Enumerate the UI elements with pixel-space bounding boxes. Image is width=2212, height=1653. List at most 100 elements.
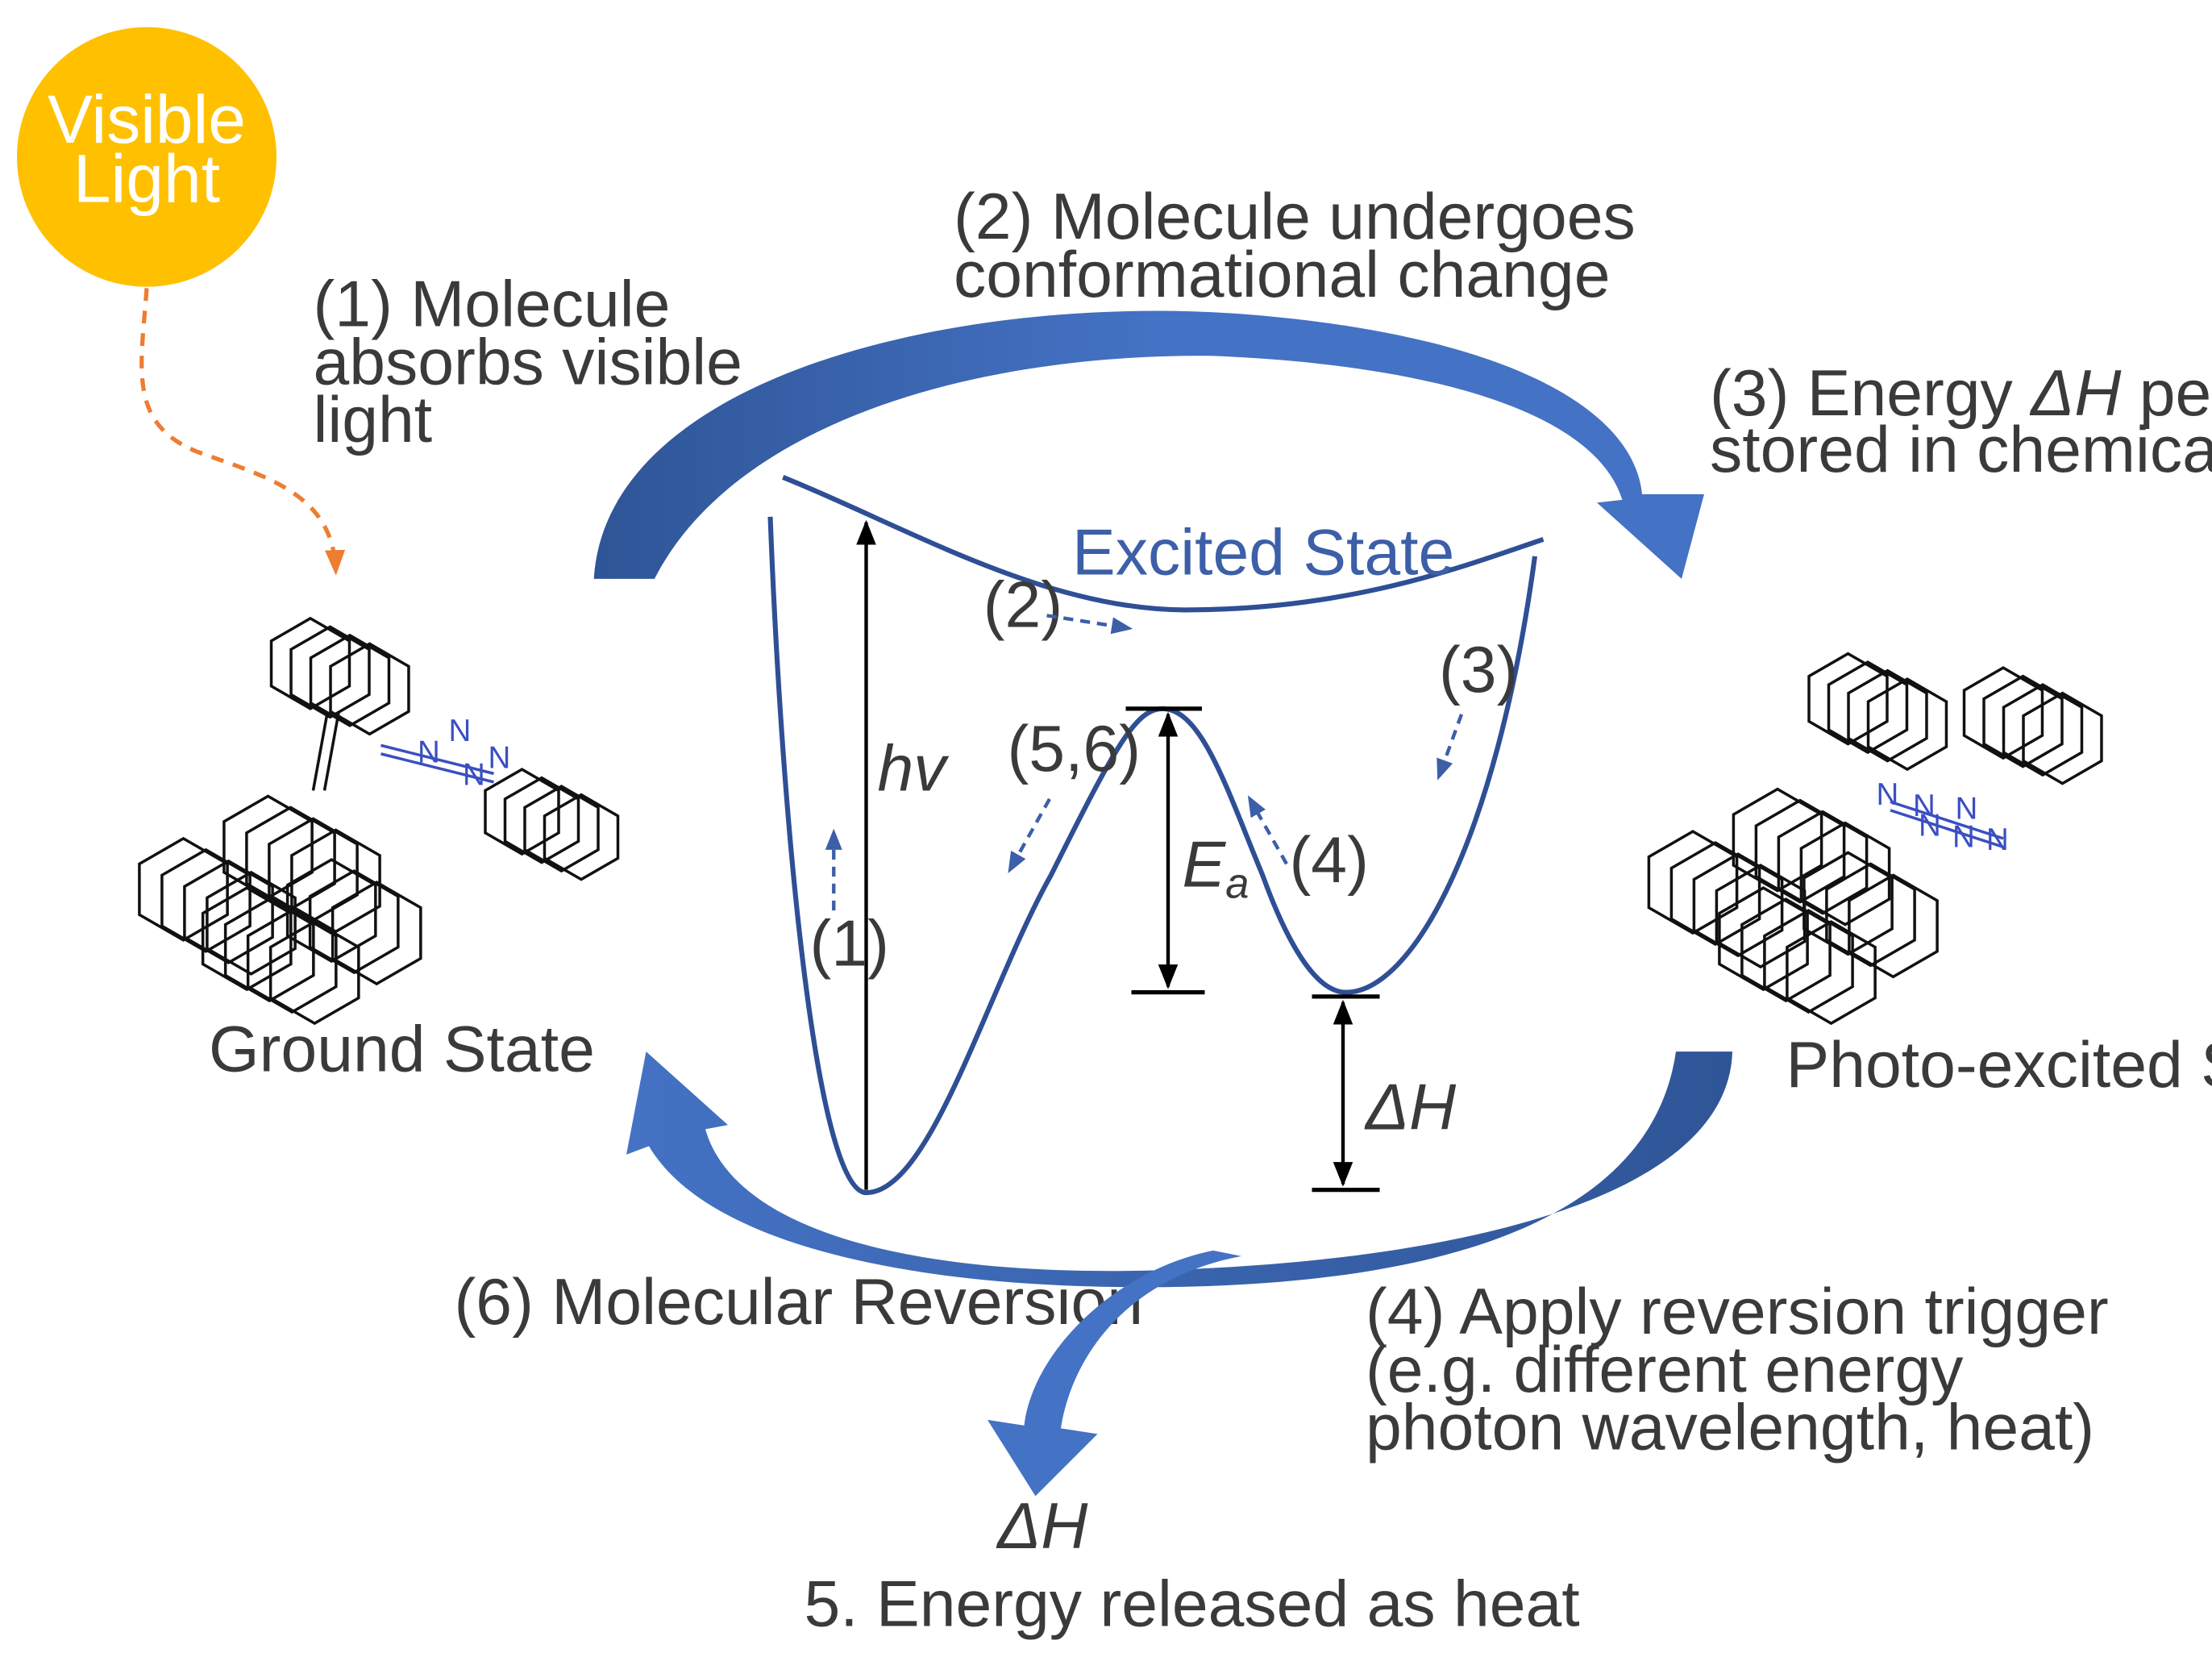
- marker56-dashed-arrow: [1008, 797, 1051, 873]
- core-ring: [223, 897, 315, 1003]
- core-ring: [268, 817, 359, 922]
- bond-line: [1890, 800, 2004, 840]
- photo-excited-state-label: Photo-excited State: [1786, 1029, 2212, 1101]
- marker4-label: (4): [1290, 824, 1369, 897]
- nitrogen-atom-label: N: [449, 714, 472, 748]
- step3-caption: (3) Energy ΔH per molecule stored in che…: [1710, 357, 2212, 486]
- marker3-dashed-arrow: [1437, 714, 1464, 781]
- core-ring: [1799, 821, 1891, 926]
- step3-line2: stored in chemical bonds: [1710, 414, 2212, 486]
- core-ring: [245, 806, 336, 911]
- marker56-label: (5,6): [1008, 713, 1141, 785]
- core-ring: [222, 794, 314, 900]
- nitrogen-atom-label: N: [418, 735, 440, 769]
- side-ring: [484, 768, 560, 856]
- heat-release-arrow: [988, 1250, 1241, 1497]
- core-ring: [1754, 798, 1846, 904]
- side-ring: [543, 793, 620, 881]
- core-ring: [1669, 841, 1761, 947]
- core-ring: [1763, 909, 1854, 1014]
- upper-ring: [1847, 668, 1928, 763]
- ea-main: E: [1183, 828, 1227, 901]
- side-ring: [523, 785, 600, 873]
- step3-line1: (3) Energy ΔH per molecule: [1710, 357, 2212, 430]
- step4-line2: (e.g. different energy: [1366, 1334, 1964, 1406]
- step3-suffix: per molecule: [2121, 357, 2212, 430]
- ea-sub: a: [1225, 860, 1249, 907]
- core-ring: [1777, 810, 1869, 915]
- step1-line1: (1) Molecule: [314, 269, 671, 341]
- light-absorption-dashed-arrow: [139, 288, 346, 576]
- sun-label-line1: Visible: [48, 81, 246, 157]
- upper-ring: [309, 633, 391, 727]
- step4-caption: (4) Apply reversion trigger (e.g. differ…: [1366, 1276, 2109, 1464]
- excited-state-label: Excited State: [1072, 517, 1454, 589]
- step1-caption: (1) Molecule absorbs visible light: [314, 269, 742, 457]
- step1-line3: light: [314, 384, 433, 456]
- bond-line: [380, 743, 494, 776]
- upper-ring: [1807, 652, 1889, 746]
- step1-line2: absorbs visible: [314, 326, 742, 398]
- side-ring: [1962, 666, 2044, 760]
- marker4-dashed-arrow: [1247, 795, 1288, 865]
- step2-line2: conformational change: [954, 239, 1610, 311]
- nitrogen-atom-label: N: [1919, 808, 1941, 843]
- sun-icon: [17, 27, 276, 287]
- nitrogen-atom-label: N: [463, 757, 485, 792]
- marker2-label: (2): [983, 568, 1062, 641]
- side-ring: [503, 776, 580, 864]
- sun-label-line2: Light: [73, 141, 220, 217]
- step3-prefix: (3) Energy: [1710, 357, 2031, 430]
- core-ring: [1786, 920, 1877, 1026]
- core-ring: [285, 858, 377, 964]
- dh-label: ΔH: [1364, 1071, 1457, 1143]
- core-ring: [201, 886, 293, 992]
- core-ring: [290, 828, 381, 934]
- step3-symbol: ΔH: [2029, 357, 2122, 430]
- nitrogen-atom-label: N: [1956, 791, 1978, 826]
- core-ring: [1848, 873, 1939, 979]
- marker3-label: (3): [1439, 634, 1518, 706]
- bond-line: [1890, 809, 2004, 849]
- core-ring: [246, 909, 338, 1014]
- core-ring: [1740, 897, 1832, 1003]
- bond-line: [311, 712, 329, 791]
- step4-line1: (4) Apply reversion trigger: [1366, 1276, 2109, 1348]
- core-ring: [1732, 787, 1823, 893]
- nitrogen-atom-label: N: [1877, 777, 1899, 812]
- core-ring: [138, 836, 229, 942]
- core-ring: [1802, 851, 1894, 956]
- step2-caption: (2) Molecule undergoes conformational ch…: [954, 181, 1636, 311]
- hv-label: hv: [878, 732, 950, 805]
- side-ring: [2022, 691, 2103, 785]
- core-ring: [1825, 862, 1916, 968]
- core-ring: [183, 859, 274, 964]
- bond-line: [322, 712, 340, 791]
- released-heat-delta-h: ΔH: [996, 1490, 1088, 1563]
- marker1-label: (1): [810, 907, 889, 980]
- side-ring: [2002, 683, 2084, 777]
- nitrogen-atom-label: N: [489, 740, 511, 775]
- upper-ring: [1827, 660, 1909, 755]
- visible-light-sun: Visible Light: [17, 27, 276, 287]
- bottom-cycle-arrow: [626, 1051, 1732, 1288]
- step5-caption: 5. Energy released as heat: [805, 1568, 1580, 1640]
- core-ring: [160, 847, 252, 953]
- ground-state-label: Ground State: [209, 1014, 595, 1086]
- nitrogen-atom-label: N: [1986, 822, 2009, 857]
- upper-ring: [329, 642, 410, 736]
- energy-landscape: Excited State hv Ea ΔH (1) (2) (3) (4) (…: [767, 475, 1545, 1196]
- step4-line3: photon wavelength, heat): [1366, 1392, 2094, 1464]
- nitrogen-atom-label: N: [1913, 789, 1936, 823]
- marker2-dashed-arrow: [1046, 614, 1133, 635]
- core-ring: [1647, 830, 1739, 935]
- nitrogen-atom-label: N: [1952, 819, 1975, 854]
- core-ring: [206, 870, 297, 976]
- top-cycle-arrow: [593, 310, 1704, 579]
- side-ring: [1982, 674, 2064, 768]
- core-ring: [331, 881, 422, 986]
- core-ring: [308, 869, 400, 975]
- bond-line: [380, 752, 494, 784]
